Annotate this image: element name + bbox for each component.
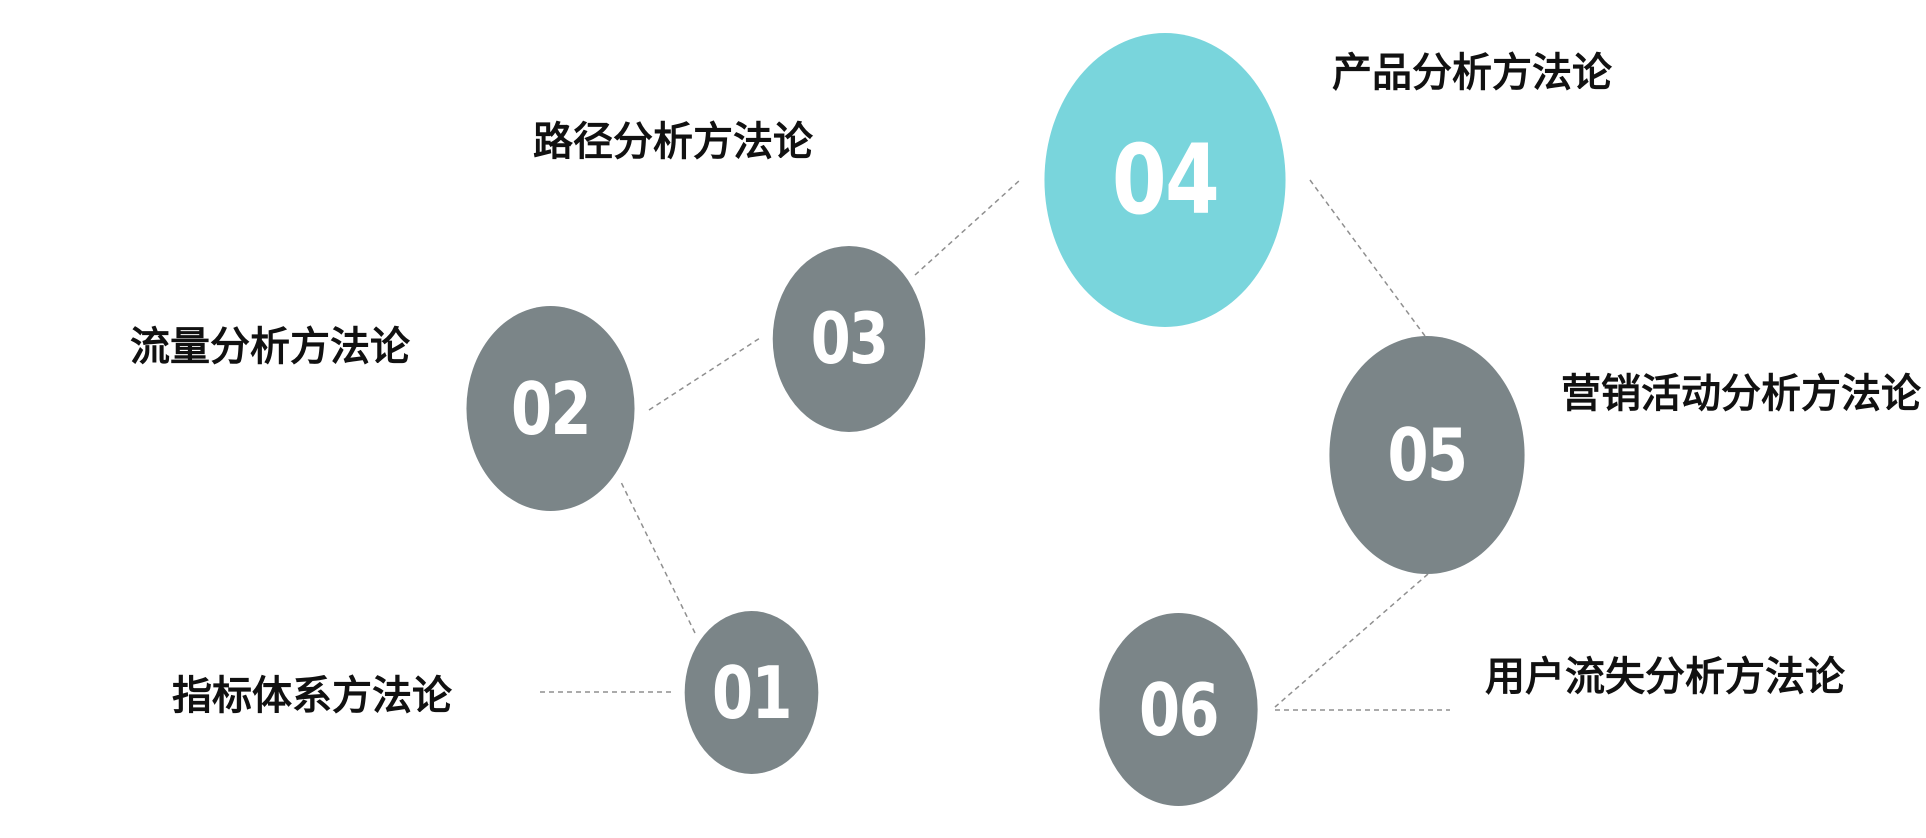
- node-06-circle: 06: [1099, 613, 1258, 806]
- node-03-label: 路径分析方法论: [533, 119, 813, 165]
- node-02-number: 02: [511, 366, 592, 451]
- node-03-number: 03: [810, 298, 889, 380]
- node-01-circle: 01: [684, 611, 819, 774]
- connector-04-05: [1309, 179, 1426, 337]
- node-06-number: 06: [1139, 667, 1220, 752]
- node-02-label: 流量分析方法论: [130, 324, 410, 370]
- node-06-group: 06: [1082, 613, 1275, 806]
- node-04-label: 产品分析方法论: [1332, 50, 1612, 96]
- node-05-circle: 05: [1329, 336, 1525, 574]
- node-03-group: 03: [756, 246, 942, 432]
- connector-05-06: [1274, 573, 1429, 708]
- node-02-group: 02: [448, 306, 653, 511]
- node-05-label: 营销活动分析方法论: [1561, 371, 1921, 417]
- node-01-group: 01: [670, 611, 833, 774]
- node-03-circle: 03: [772, 246, 926, 432]
- node-02-circle: 02: [466, 306, 635, 511]
- node-04-circle: 04: [1044, 33, 1286, 327]
- node-01-label: 指标体系方法论: [172, 673, 452, 719]
- connector-02-03: [648, 337, 761, 411]
- node-05-number: 05: [1387, 413, 1469, 497]
- node-01-number: 01: [712, 650, 793, 735]
- node-04-number: 04: [1111, 124, 1220, 236]
- node-06-label: 用户流失分析方法论: [1485, 654, 1845, 700]
- connector-03-04: [914, 179, 1021, 276]
- node-04-group: 04: [1018, 33, 1312, 327]
- node-05-group: 05: [1308, 336, 1546, 574]
- connector-01-02: [619, 479, 696, 634]
